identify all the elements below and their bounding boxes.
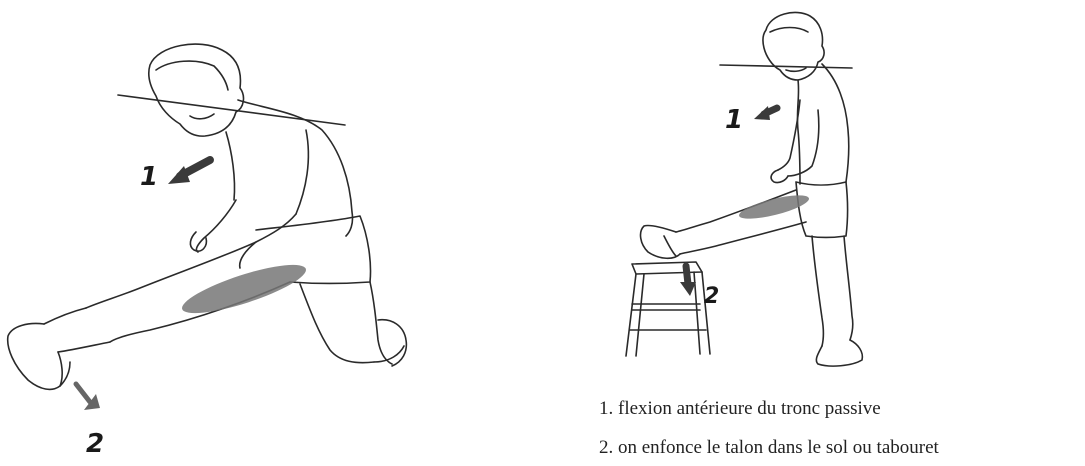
marker-2-left: 2 xyxy=(86,429,104,459)
arrow-2-left xyxy=(76,384,100,410)
marker-1-right: 1 xyxy=(725,105,743,135)
arrow-1-left xyxy=(168,160,210,184)
hamstring-highlight-right xyxy=(737,191,811,224)
legend-item-1: 1. flexion antérieure du tronc passive xyxy=(599,398,881,420)
stool xyxy=(626,262,710,356)
marker-2-right: 2 xyxy=(704,284,719,309)
standing-stretch-figure xyxy=(641,12,863,366)
kneeling-stretch-figure xyxy=(8,44,407,389)
arrow-2-right xyxy=(680,266,696,296)
marker-1-left: 1 xyxy=(140,162,158,192)
legend-item-2: 2. on enfonce le talon dans le sol ou ta… xyxy=(599,437,939,459)
arrow-1-right xyxy=(754,106,777,120)
